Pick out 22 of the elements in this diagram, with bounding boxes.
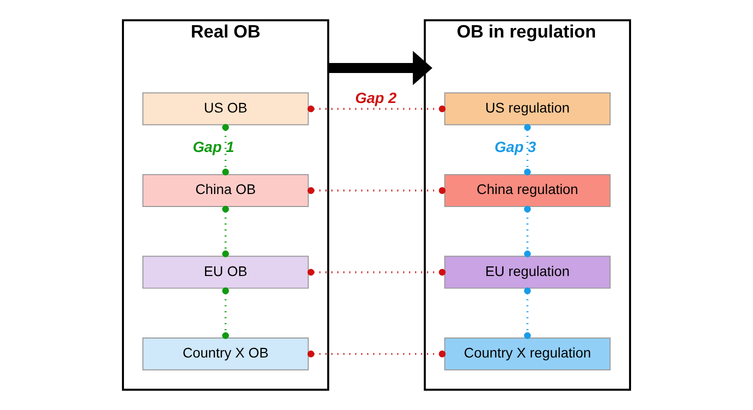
- connector: [222, 206, 229, 258]
- connector: [524, 206, 531, 258]
- node-box: Country X regulation: [444, 338, 611, 370]
- connector: [524, 124, 531, 176]
- connector: [308, 105, 446, 112]
- edge-label: Gap 1: [192, 139, 234, 156]
- node-box: US OB: [142, 92, 309, 126]
- node-box: EU regulation: [444, 256, 611, 289]
- edge-label: Gap 3: [494, 139, 536, 156]
- connector: [222, 287, 229, 339]
- node-box: Country X OB: [142, 338, 309, 370]
- connector: [308, 350, 446, 358]
- connector: [524, 287, 531, 339]
- connector: [222, 124, 229, 176]
- connector: [308, 268, 446, 276]
- node-box: China OB: [142, 174, 309, 207]
- node-box: China regulation: [444, 174, 611, 207]
- node-box: EU OB: [142, 256, 309, 289]
- arrow: [328, 50, 432, 86]
- node-box: US regulation: [444, 92, 611, 126]
- connector: [308, 187, 446, 194]
- edge-label: Gap 2: [355, 90, 397, 107]
